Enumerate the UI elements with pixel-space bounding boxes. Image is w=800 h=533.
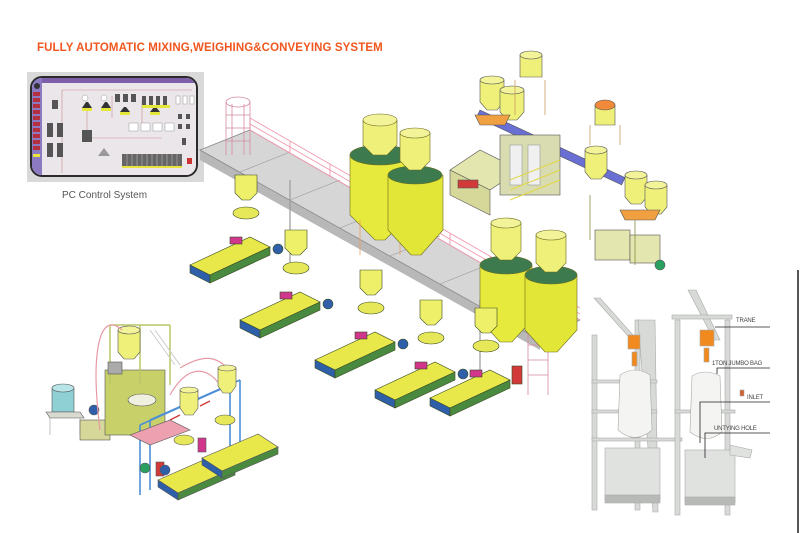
jumbo-bag-station-illustration [591,289,770,516]
pc-screen [30,76,198,177]
jumbo-bag-right [689,371,723,439]
pc-control-caption: PC Control System [62,190,148,201]
silo-group [349,113,578,353]
page-title: FULLY AUTOMATIC MIXING,WEIGHING&CONVEYIN… [37,42,383,54]
callout-trane: TRANE [736,318,756,324]
mixing-station [449,50,668,271]
water-tank [45,383,85,435]
unloader-right [671,289,753,516]
extruder-right [197,433,279,479]
callout-inlet: INLET [747,395,764,401]
main-plant-illustration [189,50,668,417]
scada-diagram [32,78,196,175]
jumbo-bag-left [617,369,653,438]
hoist-right [699,329,715,363]
callout-leaders [699,326,770,458]
hoist-left [627,334,641,367]
compact-system-illustration [45,324,279,501]
edge-divider [797,270,799,533]
mixer-tower [104,324,181,436]
extruder-lines [189,174,523,417]
callout-untying-hole: UNTYING HOLE [714,426,757,432]
callout-jumbo-bag: 1TON JUMBO BAG [712,361,763,367]
pc-control-screenshot [27,72,204,182]
